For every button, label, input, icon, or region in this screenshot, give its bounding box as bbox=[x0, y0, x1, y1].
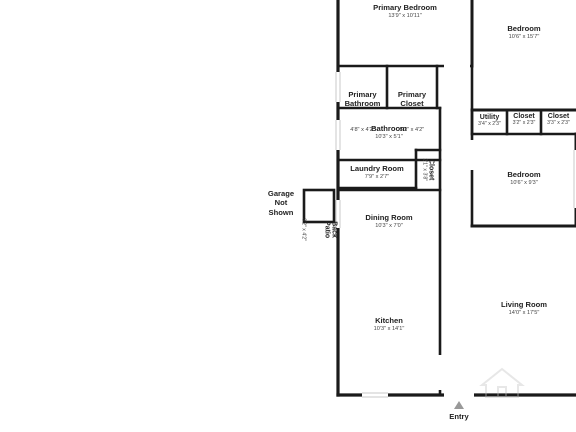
room-name: Bedroom bbox=[507, 24, 541, 33]
room-dimensions: 10'3" x 14'1" bbox=[373, 325, 405, 332]
room-name: Back Patio bbox=[323, 221, 338, 239]
room-bathroom: Bathroom 10'3" x 5'1" bbox=[338, 124, 440, 140]
room-name: Utility bbox=[479, 114, 500, 121]
room-name: Bedroom bbox=[507, 170, 541, 179]
room-dimensions: 10'3" x 7'0" bbox=[375, 222, 403, 229]
room-dimensions: 3'2" x 2'3" bbox=[512, 120, 536, 127]
room-name: Primary Bathroom bbox=[344, 90, 381, 109]
room-name: Closet bbox=[547, 113, 570, 120]
room-dimensions: 3'2" x 4'2" bbox=[300, 218, 307, 241]
room-bedroom-2: Bedroom 10'6" x 9'3" bbox=[472, 170, 576, 186]
room-dining-room: Dining Room 10'3" x 7'0" bbox=[338, 213, 440, 229]
room-closet-2: Closet 3'3" x 2'3" bbox=[541, 113, 576, 127]
room-laundry-room: Laundry Room 7'9" x 2'7" bbox=[338, 164, 416, 180]
room-dimensions: 7'9" x 2'7" bbox=[364, 173, 390, 180]
room-utility: Utility 3'4" x 2'3" bbox=[472, 114, 507, 128]
entry-marker: Entry bbox=[440, 401, 478, 421]
room-primary-bathroom: Primary Bathroom 4'8" x 4'2" bbox=[338, 73, 387, 152]
house-logo-icon bbox=[479, 367, 525, 398]
room-name: Primary Bedroom bbox=[373, 3, 437, 12]
room-name: Closet bbox=[427, 159, 435, 181]
entry-label: Entry bbox=[449, 412, 469, 421]
triangle-up-icon bbox=[454, 401, 464, 409]
room-dimensions: 5'2" x 4'2" bbox=[399, 127, 425, 134]
room-kitchen: Kitchen 10'3" x 14'1" bbox=[338, 316, 440, 332]
room-name: Closet bbox=[513, 113, 535, 120]
room-dimensions: 3'4" x 2'3" bbox=[478, 121, 501, 128]
room-dimensions: 14'0" x 17'5" bbox=[508, 309, 540, 316]
room-primary-bedroom: Primary Bedroom 13'9" x 10'11" bbox=[338, 3, 472, 19]
room-closet-3: Closet 2'1" x 3'8" bbox=[421, 148, 435, 192]
room-dimensions: 3'3" x 2'3" bbox=[547, 120, 570, 127]
room-dimensions: 10'3" x 5'1" bbox=[375, 133, 403, 140]
garage-note: Garage Not Shown bbox=[267, 189, 295, 217]
room-name: Laundry Room bbox=[350, 164, 404, 173]
room-name: Primary Closet bbox=[397, 90, 427, 109]
room-primary-closet: Primary Closet 5'2" x 4'2" bbox=[387, 73, 437, 152]
room-living-room: Living Room 14'0" x 17'5" bbox=[472, 300, 576, 316]
room-dimensions: 2'1" x 3'8" bbox=[422, 158, 429, 182]
room-name: Bathroom bbox=[371, 124, 407, 133]
room-closet-1: Closet 3'2" x 2'3" bbox=[507, 113, 541, 127]
room-name: Kitchen bbox=[375, 316, 403, 325]
room-name: Living Room bbox=[501, 300, 547, 309]
room-dimensions: 13'9" x 10'11" bbox=[388, 12, 422, 19]
room-bedroom-1: Bedroom 10'6" x 15'7" bbox=[472, 24, 576, 40]
room-dimensions: 4'8" x 4'2" bbox=[350, 127, 375, 134]
room-dimensions: 10'6" x 9'3" bbox=[510, 179, 538, 186]
room-name: Dining Room bbox=[365, 213, 413, 222]
room-dimensions: 10'6" x 15'7" bbox=[508, 33, 540, 40]
